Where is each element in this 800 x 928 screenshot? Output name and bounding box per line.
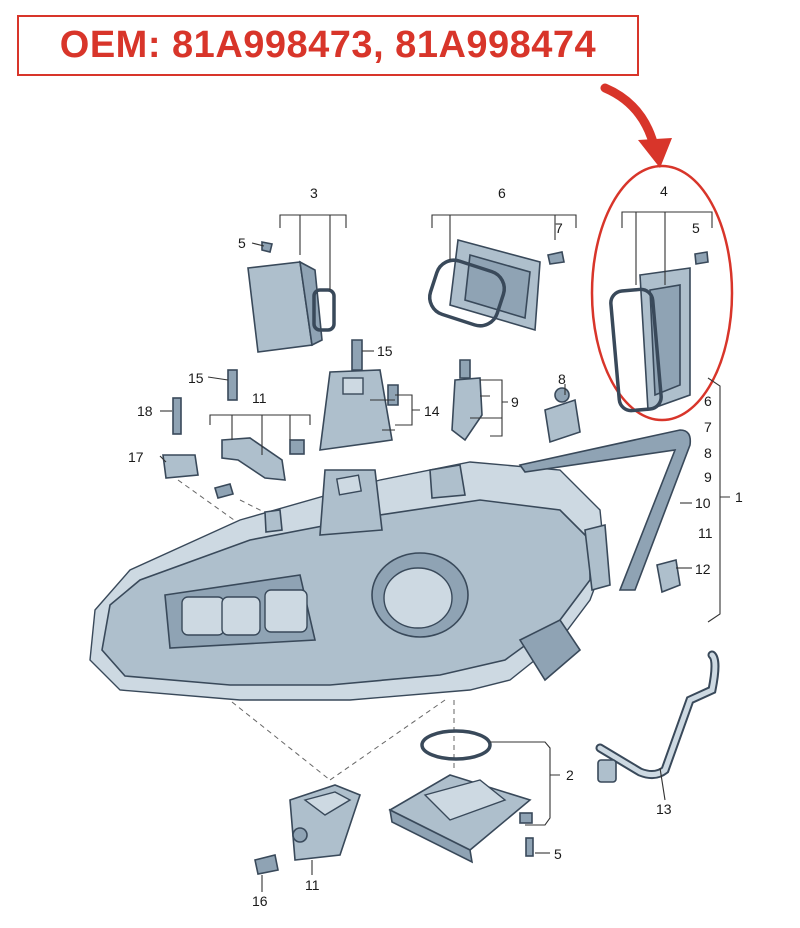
part-14-bracket	[319, 339, 399, 451]
callout-8-list: 8	[704, 445, 712, 461]
callout-9-list: 9	[704, 469, 712, 485]
highlight-arrow	[600, 83, 672, 168]
callout-3: 3	[310, 185, 318, 201]
oem-label-box: OEM: 81A998473, 81A998474	[17, 15, 639, 76]
part-4-cover	[609, 251, 709, 413]
callout-1: 1	[735, 489, 743, 505]
callout-13: 13	[656, 801, 672, 817]
oem-label: OEM: 81A998473, 81A998474	[59, 24, 597, 66]
callout-6-list: 6	[704, 393, 712, 409]
callout-6-top: 6	[498, 185, 506, 201]
part-17-clip	[162, 369, 238, 479]
callout-5-right: 5	[692, 220, 700, 236]
callout-10: 10	[695, 495, 711, 511]
part-10-trim-strip	[518, 429, 692, 591]
callout-14: 14	[424, 403, 440, 419]
leader-lines	[159, 211, 730, 892]
callout-16: 16	[252, 893, 268, 909]
part-13-vent-hose	[595, 650, 720, 783]
callout-15-left: 15	[188, 370, 204, 386]
part-8-motor	[544, 387, 581, 444]
highlight-ellipse	[590, 164, 734, 422]
callout-7-top: 7	[555, 220, 563, 236]
part-11-upper-bracket	[213, 437, 305, 499]
callout-11-list: 11	[698, 525, 713, 541]
part-12-clip	[656, 559, 681, 594]
callout-5-bottom: 5	[554, 846, 562, 862]
part-6-bracket	[427, 238, 565, 332]
part-9-sensor	[451, 359, 483, 442]
callout-numbers: 3 6 4 5 7 5 15 15 8 11 18 14 9 17 6 7 8 …	[128, 183, 743, 909]
callout-12: 12	[695, 561, 711, 577]
callout-4: 4	[660, 183, 668, 199]
callout-9-top: 9	[511, 394, 519, 410]
callout-8-top: 8	[558, 371, 566, 387]
callout-2: 2	[566, 767, 574, 783]
part-11-lower-bracket	[254, 784, 361, 875]
callout-18: 18	[137, 403, 153, 419]
callout-7-list: 7	[704, 419, 712, 435]
callout-11-upper: 11	[252, 390, 267, 406]
callout-17: 17	[128, 449, 144, 465]
headlight-housing	[89, 461, 611, 701]
callout-15-upper: 15	[377, 343, 393, 359]
part-3-control-unit	[247, 241, 336, 353]
callout-11-lower: 11	[305, 877, 320, 893]
callout-5-left: 5	[238, 235, 246, 251]
part-2-ballast	[388, 729, 534, 864]
